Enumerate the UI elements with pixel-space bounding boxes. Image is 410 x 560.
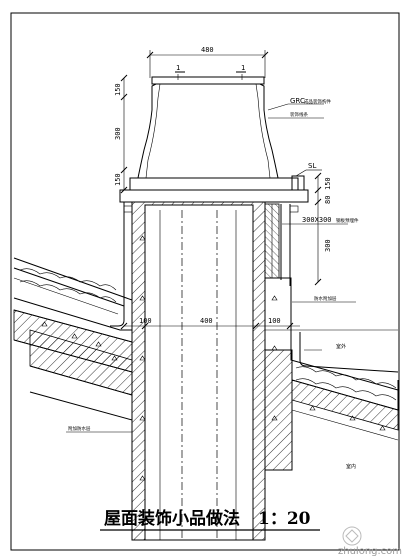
- leader-lines: [66, 103, 356, 433]
- watermark-text: zhulong.com: [338, 546, 402, 557]
- dim-300-upper: 300: [114, 127, 122, 140]
- section-mark-right: 1: [241, 64, 245, 72]
- embedded-steel-plate: [123, 203, 299, 286]
- dimension-right-chain: 150 80 300: [314, 172, 332, 286]
- drawing-scale: 1：20: [258, 509, 311, 529]
- dimension-bottom: 100 400 100: [120, 317, 300, 330]
- dim-300-lower: 300: [324, 239, 332, 252]
- concrete-aggregate-marks: [41, 235, 386, 481]
- drawing-caption: 屋面装饰小品做法: [104, 508, 240, 529]
- note-flashing: 防水附加层: [314, 295, 337, 302]
- label-sl: SL: [308, 162, 316, 170]
- roof-right: [264, 277, 399, 471]
- dim-100-left: 100: [139, 317, 152, 325]
- sl-base-block: [291, 175, 305, 191]
- note-plate: 钢板预埋件: [336, 217, 359, 224]
- dim-480: 480: [201, 46, 214, 54]
- label-grc: GRC: [290, 97, 305, 105]
- dim-150-base: 150: [114, 173, 122, 186]
- concrete-shaft: [131, 201, 266, 541]
- dim-400: 400: [200, 317, 213, 325]
- note-grc-2: 装饰线条: [290, 111, 308, 118]
- slab-left: [29, 329, 133, 421]
- dimension-left-chain: 150 300 150: [114, 74, 128, 194]
- note-grc: 成品装饰构件: [304, 98, 331, 105]
- watermark-logo: [342, 526, 362, 546]
- label-outdoor: 室外: [336, 343, 346, 350]
- dim-150: 150: [114, 83, 122, 96]
- label-plate: 300X300: [302, 216, 332, 224]
- drawing-frame: [10, 12, 400, 551]
- dimension-top: 480: [146, 46, 269, 78]
- label-indoor: 室内: [346, 463, 356, 470]
- note-left: 附加防水层: [68, 425, 91, 432]
- dim-150-right: 150: [324, 177, 332, 190]
- section-mark-left: 1: [176, 64, 180, 72]
- grc-ornament: 1 1: [119, 64, 309, 203]
- dim-80: 80: [324, 196, 332, 204]
- dim-100-right: 100: [268, 317, 281, 325]
